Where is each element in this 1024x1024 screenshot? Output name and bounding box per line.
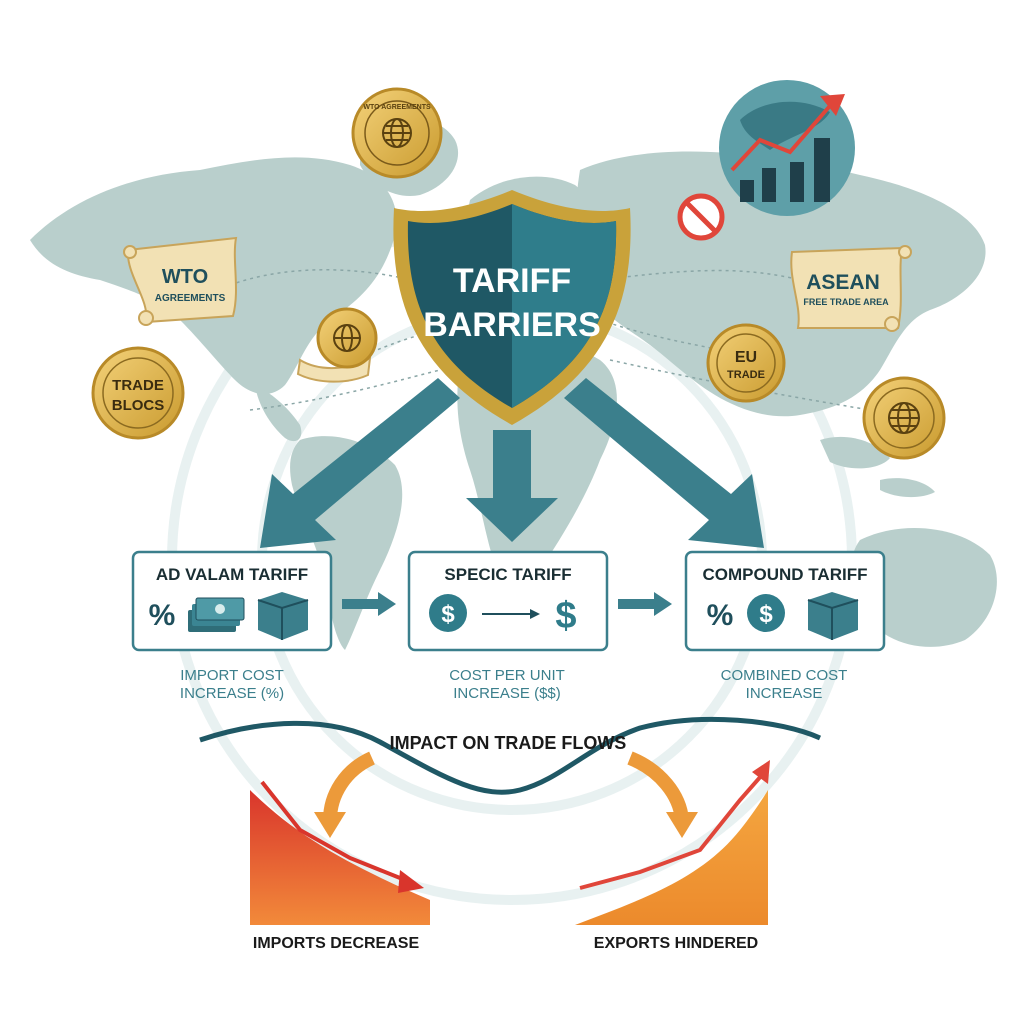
wto-seal-text: WTO AGREEMENTS	[363, 104, 431, 111]
ad-valam-caption-line1: IMPORT COST	[180, 667, 284, 684]
arrow-right	[564, 378, 764, 548]
percent-icon: %	[707, 599, 734, 632]
percent-icon: %	[149, 599, 176, 632]
prohibition-icon	[677, 193, 725, 241]
imports-decrease-area	[250, 780, 430, 925]
compound-caption-line2: INCREASE	[746, 685, 823, 702]
arrow-left	[260, 378, 460, 548]
shield-title-line2: BARRIERS	[423, 306, 601, 344]
box-connector-arrows	[342, 592, 672, 616]
wto-agreements-scroll: WTO AGREEMENTS	[123, 236, 238, 326]
eu-trade-seal: EU TRADE	[706, 323, 786, 403]
specific-caption-line2: INCREASE ($$)	[453, 685, 561, 702]
exports-hindered-label: EXPORTS HINDERED	[594, 935, 758, 952]
growth-globe	[719, 80, 855, 216]
exports-hindered-area	[575, 760, 770, 925]
tariff-box-compound: COMPOUND TARIFF % $ COMBINED COST INCREA…	[684, 550, 886, 702]
specific-caption-line1: COST PER UNIT	[449, 667, 565, 684]
arrow-right-icon	[618, 592, 672, 616]
cash-stack-icon	[188, 597, 245, 632]
ad-valam-caption-line2: INCREASE (%)	[180, 685, 284, 702]
wto-scroll-line2: AGREEMENTS	[155, 293, 226, 304]
asean-scroll: ASEAN FREE TRADE AREA	[790, 245, 912, 332]
eu-line1: EU	[735, 349, 757, 366]
bar-chart-icon	[740, 138, 830, 202]
growth-arrow	[730, 98, 837, 172]
dollar-icon: $	[555, 595, 576, 637]
dollar-coin-icon: $	[747, 594, 785, 632]
trade-blocs-line1: TRADE	[112, 377, 164, 394]
compound-title: COMPOUND TARIFF	[703, 565, 868, 584]
asean-line2: FREE TRADE AREA	[803, 297, 889, 307]
dollar-coin-symbol: $	[759, 601, 773, 628]
dollar-coin-icon: $	[429, 594, 467, 632]
impact-arrowheads	[314, 812, 698, 838]
ad-valam-title: AD VALAM TARIFF	[156, 565, 308, 584]
impact-title: IMPACT ON TRADE FLOWS	[390, 733, 627, 753]
wto-scroll-line1: WTO	[162, 266, 208, 288]
trade-blocs-line2: BLOCS	[112, 397, 165, 414]
asean-line1: ASEAN	[806, 271, 880, 294]
eu-line2: TRADE	[727, 369, 765, 381]
arrow-center	[466, 430, 558, 542]
trade-flow-wave	[199, 716, 822, 795]
dollar-coin-symbol: $	[441, 601, 455, 628]
tariff-box-ad-valorem: AD VALAM TARIFF % IMPORT COST INCREASE (…	[131, 550, 333, 702]
box-icon	[257, 592, 309, 640]
wto-seal-top: WTO AGREEMENTS	[351, 87, 443, 179]
globe-seal-small	[296, 307, 378, 383]
globe-icon	[888, 402, 920, 434]
tariff-box-specific: SPECIC TARIFF $ $ COST PER UNIT INCREASE…	[407, 550, 609, 702]
shield-title-line1: TARIFF	[453, 262, 571, 300]
imports-decrease-label: IMPORTS DECREASE	[253, 935, 420, 952]
box-icon	[807, 592, 859, 640]
arrow-right-icon	[482, 609, 540, 619]
globe-seal-right	[862, 376, 946, 460]
globe-icon	[333, 324, 361, 352]
trade-blocs-seal: TRADE BLOCS	[91, 346, 185, 440]
globe-icon	[382, 118, 412, 148]
tariff-shield: TARIFF BARRIERS	[393, 190, 631, 425]
arrow-right-icon	[342, 592, 396, 616]
compound-caption-line1: COMBINED COST	[721, 667, 848, 684]
specific-title: SPECIC TARIFF	[444, 565, 571, 584]
shield-arrows	[260, 378, 764, 548]
